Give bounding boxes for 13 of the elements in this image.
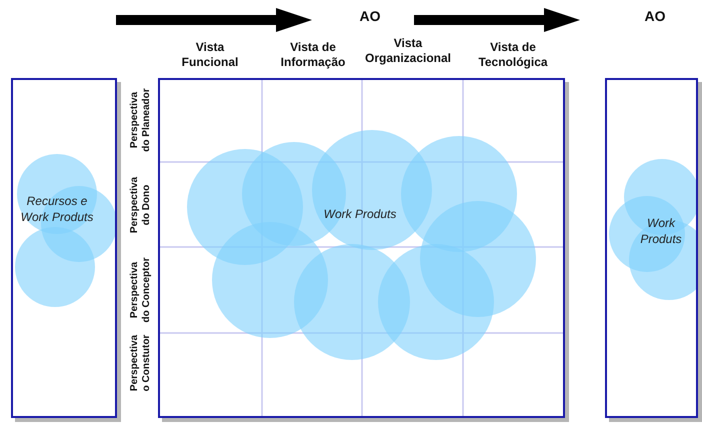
column-heading: AO (644, 9, 666, 24)
row-heading: Perspectiva o Constutor (129, 334, 153, 394)
column-heading: Vista de Tecnológica (477, 40, 549, 70)
panel-text: Work Produts (639, 215, 683, 247)
panel-text: Work Produts (322, 206, 398, 222)
panel-text: Recursos e Work Produts (20, 193, 94, 225)
row-heading: Perspectiva do Planeador (129, 87, 153, 154)
column-heading: Vista Funcional (180, 40, 240, 70)
column-heading: Vista Organizacional (364, 36, 452, 66)
row-heading: Perspectiva do Dono (129, 175, 153, 235)
column-heading: AO (358, 9, 382, 24)
column-heading: Vista de Informação (280, 40, 346, 70)
row-heading: Perspectiva do Conceptor (129, 256, 153, 324)
